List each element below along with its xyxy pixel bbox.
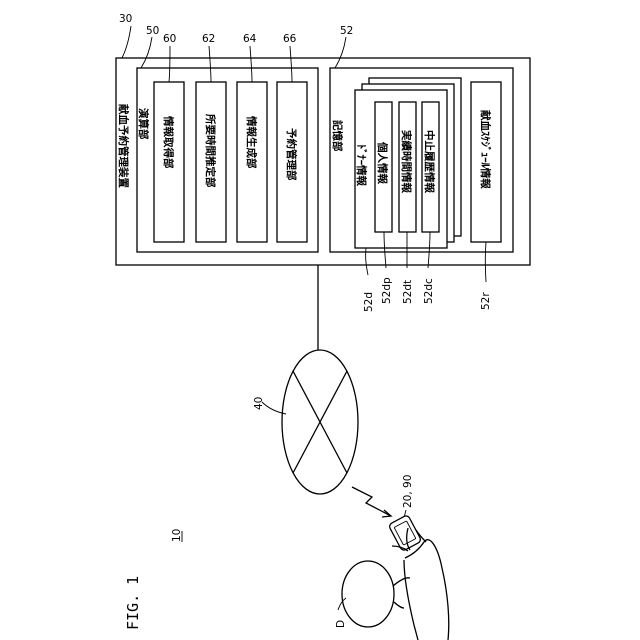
reservation-management-ref-label: 66 — [283, 33, 297, 45]
personal-info-label: 個人情報 — [376, 141, 389, 184]
info-generation-unit-label: 情報生成部 — [245, 116, 258, 169]
terminal-ref-label: 20, 90 — [402, 475, 414, 508]
duration-estimation-ref-label: 62 — [202, 33, 215, 45]
actual-time-info-label: 実績時間情報 — [400, 130, 413, 193]
storage-unit-title: 記憶部 — [331, 120, 344, 152]
info-acquisition-ref-label: 60 — [163, 33, 176, 45]
info-generation-ref-label: 64 — [243, 33, 257, 45]
cancel-history-info-label: 中止履歴情報 — [423, 130, 436, 193]
processing-ref-label: 50 — [146, 25, 159, 37]
schedule-info-label: 献血ｽｹｼﾞｭｰﾙ情報 — [479, 110, 492, 189]
donor-ref-label: D — [335, 620, 347, 628]
info-acquisition-unit-label: 情報取得部 — [162, 116, 175, 169]
processing-unit-title: 演算部 — [137, 108, 150, 140]
server-ref-leader — [122, 26, 131, 58]
cancel-history-info-ref-label: 52dc — [423, 278, 435, 304]
figure-title: FIG. 1 — [124, 576, 142, 630]
duration-estimation-unit-label: 所要時間推定部 — [204, 114, 217, 188]
donor-info-title: ﾄﾞﾅｰ情報 — [355, 144, 368, 186]
server-title: 献血予約管理装置 — [117, 104, 130, 188]
reservation-management-unit-label: 予約管理部 — [285, 128, 298, 181]
donor-figure — [342, 528, 449, 640]
storage-ref-label: 52 — [340, 25, 353, 37]
schedule-info-ref-label: 52r — [480, 292, 492, 310]
server-ref-label: 30 — [119, 13, 132, 25]
actual-time-info-ref-label: 52dt — [402, 280, 414, 304]
system-ref-label: 10 — [171, 529, 183, 542]
personal-info-ref-label: 52dp — [381, 277, 393, 304]
donor-info-ref-label: 52d — [363, 292, 375, 312]
